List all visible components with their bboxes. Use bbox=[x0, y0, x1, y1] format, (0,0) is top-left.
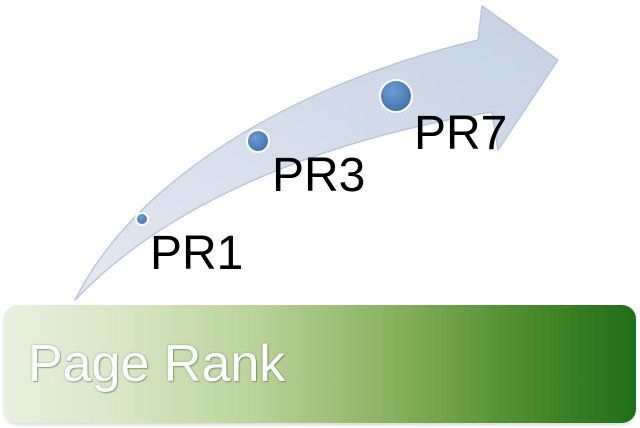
pr1-dot bbox=[135, 212, 149, 226]
diagram-title: Page Rank bbox=[28, 335, 286, 393]
pr7-dot bbox=[379, 79, 413, 113]
pr7-label: PR7 bbox=[414, 107, 508, 160]
pr3-dot bbox=[246, 129, 270, 153]
pr1-label: PR1 bbox=[150, 227, 244, 280]
title-band bbox=[4, 305, 636, 423]
pr3-label: PR3 bbox=[272, 149, 366, 202]
arrow-body bbox=[74, 5, 559, 301]
